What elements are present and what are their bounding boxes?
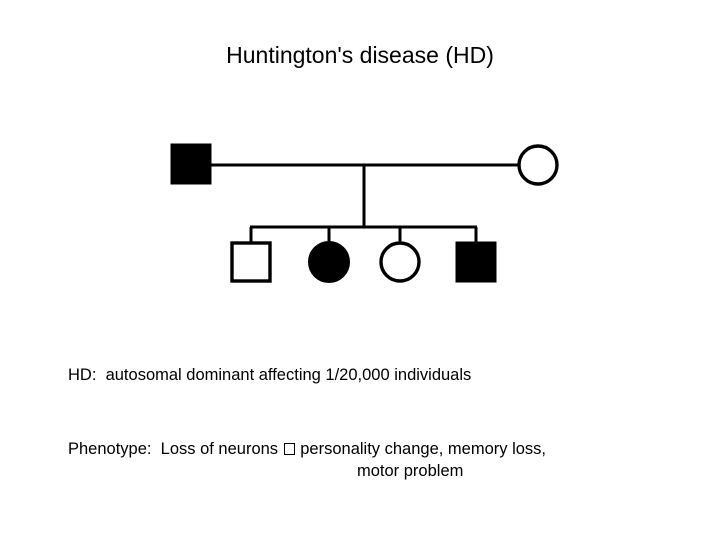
pedigree-symbol-father-affected-male[interactable]: [170, 143, 212, 185]
phenotype-text-line-1: Phenotype: Loss of neurons personality c…: [68, 438, 546, 460]
hd-inheritance-fact-text: HD: autosomal dominant affecting 1/20,00…: [68, 366, 472, 384]
phenotype-suffix-text: personality change, memory loss,: [295, 440, 547, 458]
pedigree-symbol-child3-unaffected-female[interactable]: [379, 241, 421, 283]
pedigree-connector-lines: [210, 163, 518, 244]
page-title: Huntington's disease (HD): [226, 42, 494, 68]
pedigree-symbol-child2-affected-female[interactable]: [308, 241, 350, 283]
pedigree-symbol-child1-unaffected-male[interactable]: [230, 241, 272, 283]
phenotype-text-line-2: motor problem: [357, 462, 464, 480]
phenotype-prefix-text: Phenotype: Loss of neurons: [68, 440, 283, 458]
pedigree-symbol-mother-unaffected-female[interactable]: [517, 144, 559, 186]
missing-character-box-icon: [283, 443, 295, 455]
pedigree-symbol-child4-affected-male[interactable]: [455, 241, 497, 283]
